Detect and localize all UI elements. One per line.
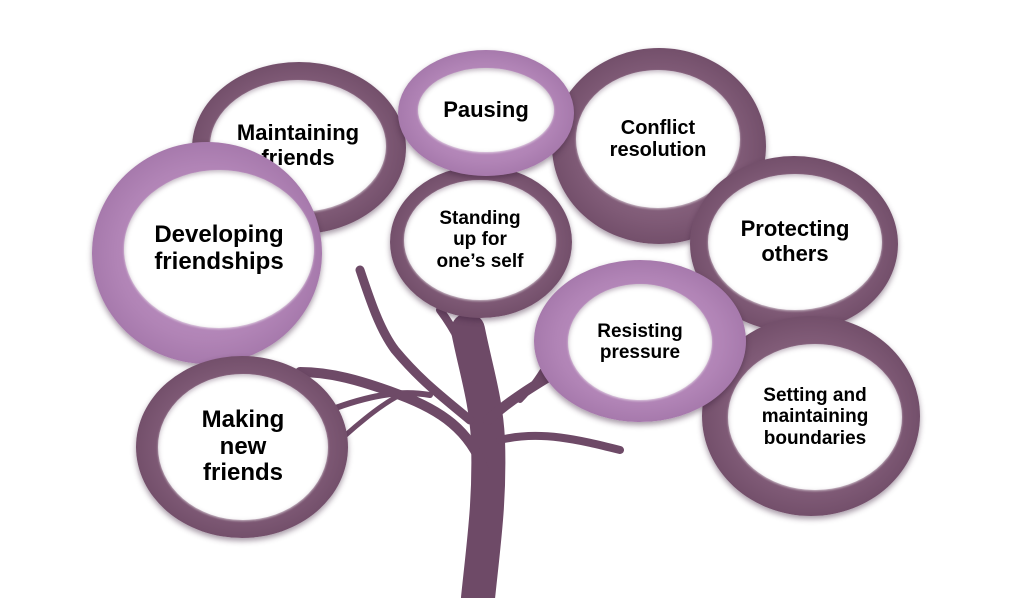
node-label: Setting and maintaining boundaries	[761, 385, 869, 449]
node-label: Maintaining friends	[236, 120, 360, 170]
trunk	[451, 313, 506, 598]
node-inner: Making new friends	[158, 374, 328, 520]
node-inner: Pausing	[418, 68, 554, 152]
node-label: Pausing	[443, 96, 529, 122]
node-making-new-friends: Making new friends	[136, 356, 348, 538]
node-inner: Setting and maintaining boundaries	[728, 344, 902, 490]
node-protecting-others: Protecting others	[690, 156, 898, 332]
node-inner: Standing up for one’s self	[404, 180, 556, 300]
node-resisting-pressure: Resisting pressure	[534, 260, 746, 422]
node-pausing: Pausing	[398, 50, 574, 176]
branch	[496, 431, 624, 454]
node-inner: Protecting others	[708, 174, 882, 310]
node-setting-and-maintaining-boundaries: Setting and maintaining boundaries	[702, 316, 920, 516]
node-label: Protecting others	[740, 216, 850, 266]
node-label: Conflict resolution	[609, 116, 707, 161]
node-developing-friendships: Developing friendships	[92, 142, 322, 364]
node-label: Standing up for one’s self	[436, 208, 524, 272]
node-label: Resisting pressure	[597, 320, 683, 363]
node-standing-up-for-ones-self: Standing up for one’s self	[390, 166, 572, 318]
node-inner: Developing friendships	[124, 170, 314, 328]
branch	[436, 306, 479, 384]
node-inner: Conflict resolution	[576, 70, 740, 208]
branch	[327, 390, 433, 413]
branch	[355, 265, 475, 425]
node-inner: Resisting pressure	[568, 284, 712, 400]
node-label: Making new friends	[201, 405, 285, 487]
node-label: Developing friendships	[154, 221, 284, 275]
